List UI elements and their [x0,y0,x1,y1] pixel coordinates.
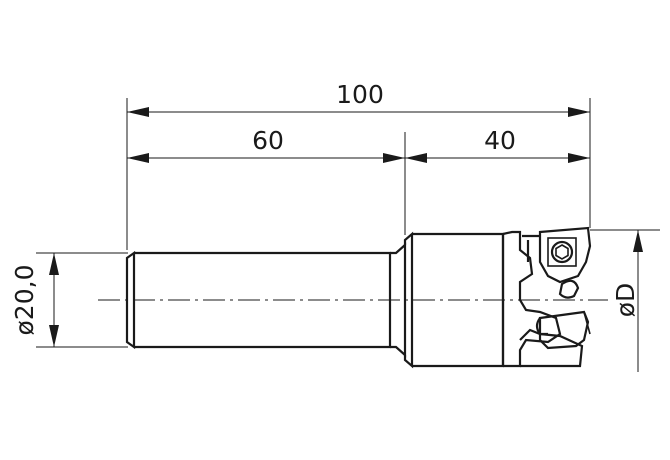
lower-cutting-edge [583,311,591,335]
upper-insert-body [538,226,592,284]
lower-insert [519,310,591,368]
head-pocket-outline [502,230,562,368]
shank [125,250,392,350]
shank-outline [134,251,392,349]
cutter-head [412,230,562,368]
arrowhead-right-100 [568,107,590,117]
chip-gullet-upper [558,279,580,299]
dimension-label-diameter-d: øD [611,283,640,318]
torx-socket-icon [555,244,569,260]
lower-insert-clamp [535,317,548,336]
neck [390,231,414,369]
neck-outline [390,242,407,358]
arrowhead-left-40 [405,153,427,163]
dimension-label-40: 40 [484,126,516,155]
arrowhead-left-60 [127,153,149,163]
arrowhead-top-diameter-20 [49,253,59,275]
arrowhead-bottom-diameter-20 [49,325,59,347]
extension-lines [36,98,660,348]
insert-screw-icon [550,240,574,264]
arrowhead-right-40 [568,153,590,163]
lower-insert-seat [519,328,584,368]
dimension-overall-length: 100 [127,80,590,117]
upper-insert [522,226,592,299]
upper-insert-seat [547,237,577,267]
dimension-label-60: 60 [252,126,284,155]
neck-chamfer [403,231,414,369]
dimension-head-length: 40 [405,126,590,163]
arrowhead-top-diameter-d [633,230,643,252]
dimension-label-100: 100 [336,80,384,109]
dimension-shank-diameter: ø20,0 [10,253,59,347]
dimension-cutting-diameter: øD [611,230,643,372]
upper-insert-clamp [522,234,540,262]
arrowhead-left-100 [127,107,149,117]
dimension-shank-length: 60 [127,126,405,163]
shank-chamfer-end [125,250,136,350]
arrowhead-right-60 [383,153,405,163]
dimension-label-diameter-20: ø20,0 [10,265,39,336]
